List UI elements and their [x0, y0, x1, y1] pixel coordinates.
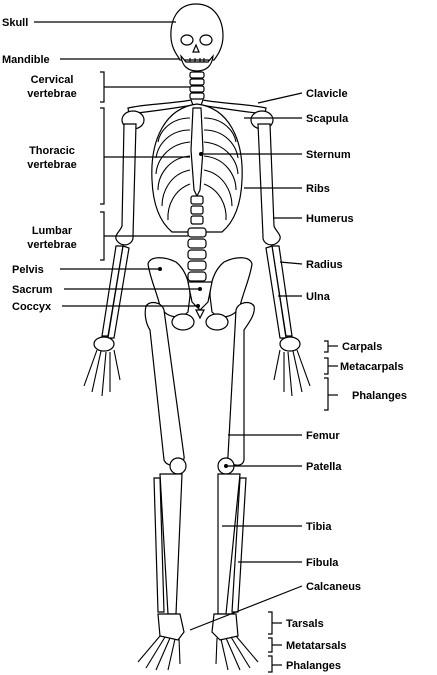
label-fibula: Fibula [306, 557, 339, 569]
femur-right-bone [227, 301, 255, 466]
fibula-left-bone [153, 477, 165, 613]
labels-right: Clavicle Scapula Sternum Ribs Humerus Ra… [286, 88, 407, 672]
mandible-bone [180, 54, 214, 72]
label-sternum: Sternum [306, 149, 351, 161]
label-radius: Radius [306, 259, 343, 271]
lower-spine [187, 195, 207, 282]
label-clavicle: Clavicle [306, 88, 348, 100]
right-arm [257, 123, 311, 397]
label-metacarpals: Metacarpals [340, 361, 404, 373]
pelvis-bone [147, 257, 253, 331]
labels-left: Skull Mandible Cervical vertebrae Thorac… [2, 17, 77, 313]
label-mandible: Mandible [2, 54, 50, 66]
leader-lines [34, 21, 338, 673]
label-patella: Patella [306, 461, 342, 473]
left-arm [83, 123, 137, 397]
right-foot [211, 613, 259, 671]
label-calcaneus: Calcaneus [306, 581, 361, 593]
label-lumbar-line2: vertebrae [27, 239, 77, 251]
label-femur: Femur [306, 430, 340, 442]
label-cervical-line2: vertebrae [27, 88, 77, 100]
fibula-right-bone [231, 477, 247, 613]
label-cervical-line1: Cervical [31, 74, 74, 86]
label-skull: Skull [2, 17, 28, 29]
label-phalanges-hand: Phalanges [352, 390, 407, 402]
label-tarsals: Tarsals [286, 618, 324, 630]
label-metatarsals: Metatarsals [286, 640, 347, 652]
label-ribs: Ribs [306, 183, 330, 195]
label-ulna: Ulna [306, 291, 331, 303]
skeleton-illustration [83, 3, 311, 671]
label-carpals: Carpals [342, 341, 382, 353]
coccyx-bone [195, 309, 205, 320]
label-phalanges-foot: Phalanges [286, 660, 341, 672]
label-coccyx: Coccyx [12, 301, 52, 313]
label-lumbar-line1: Lumbar [32, 225, 73, 237]
label-humerus: Humerus [306, 213, 354, 225]
label-thoracic-line2: vertebrae [27, 159, 77, 171]
cervical-spine [189, 71, 205, 100]
left-foot [137, 613, 185, 671]
label-scapula: Scapula [306, 113, 349, 125]
label-tibia: Tibia [306, 521, 332, 533]
skull-bone [170, 3, 224, 61]
sternum-bone [190, 107, 204, 198]
label-thoracic-line1: Thoracic [29, 145, 75, 157]
label-pelvis: Pelvis [12, 264, 44, 276]
patella-left-bone [169, 457, 187, 475]
label-sacrum: Sacrum [12, 284, 53, 296]
